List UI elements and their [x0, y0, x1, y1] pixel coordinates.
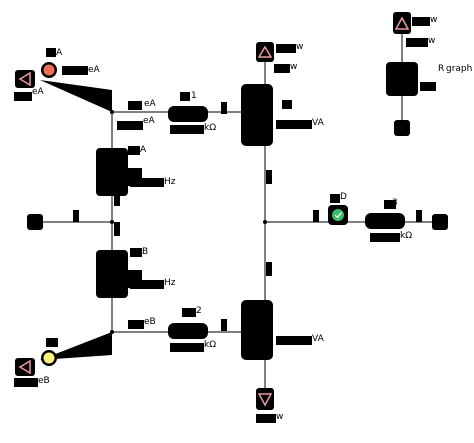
connector-mark	[416, 210, 422, 222]
cb2-rating: kΩ	[204, 340, 217, 350]
legend-w1: w	[430, 15, 438, 25]
cb1-rating: kΩ	[204, 123, 217, 133]
gen-b-feed-wedge	[40, 332, 112, 360]
tag-bar	[276, 120, 312, 129]
tag-bar	[412, 17, 430, 26]
feeder-a-label: eA	[144, 99, 156, 109]
bottom-w-label: w	[276, 412, 284, 422]
connector-mark	[221, 319, 227, 331]
cb3-code: 3	[392, 198, 398, 208]
indicator-lamp-icon	[332, 209, 344, 221]
tag-bar	[256, 414, 276, 423]
terminal-left	[27, 214, 43, 230]
breaker-3	[365, 213, 405, 229]
tag-bar	[117, 121, 143, 130]
feeder-b-label: eB	[144, 317, 156, 327]
connector-mark	[266, 262, 272, 276]
bottom-arrow-box	[256, 388, 274, 410]
gen-b-arrow-box	[15, 358, 35, 376]
gen-a-arrow-box	[15, 70, 35, 88]
node	[110, 110, 114, 114]
source-a-freq: Hz	[164, 177, 176, 187]
tag-bar	[274, 64, 290, 73]
source-b-tag: B	[142, 247, 149, 257]
tag-bar	[130, 280, 164, 289]
connector-mark	[266, 170, 272, 184]
legend-block	[386, 62, 418, 96]
triangle-arrow-icon	[257, 393, 273, 407]
indicator-lamp-icon	[43, 64, 55, 76]
tag-bar	[170, 343, 204, 352]
node	[110, 330, 114, 334]
connector-mark	[114, 222, 120, 236]
xfmr-top-unit: VA	[312, 118, 324, 128]
gen-a-tail-label: eA	[88, 65, 100, 75]
tag-bar	[128, 101, 142, 110]
top-w2-label: w	[290, 62, 298, 72]
connector-mark	[313, 210, 319, 222]
cb2-code: 2	[196, 306, 202, 316]
triangle-arrow-icon	[394, 16, 410, 30]
legend-tag: R	[438, 64, 445, 74]
tag-bar	[14, 92, 32, 101]
tag-bar	[128, 320, 144, 329]
connector-mark	[114, 192, 120, 206]
tag-bar	[62, 66, 88, 75]
tag-bar	[130, 248, 142, 257]
node	[263, 220, 267, 224]
breaker-1	[168, 106, 208, 122]
indicator-lamp-icon	[43, 352, 55, 364]
tag-bar	[14, 378, 38, 387]
tag-bar	[46, 338, 58, 347]
terminal-legend	[394, 120, 410, 136]
connector-mark	[73, 210, 79, 222]
connector-mark	[221, 102, 227, 114]
cb3-rating: kΩ	[400, 231, 413, 241]
triangle-arrow-icon	[257, 45, 273, 58]
node	[263, 330, 267, 334]
tag-bar	[384, 200, 396, 209]
legend-arrow-box	[393, 12, 411, 34]
source-a-block	[96, 148, 128, 196]
tag-bar	[420, 82, 436, 91]
breaker-2	[168, 323, 208, 339]
node	[110, 220, 114, 224]
source-b-freq: Hz	[164, 278, 176, 288]
tag-bar	[330, 194, 340, 203]
triangle-arrow-icon	[18, 71, 31, 87]
tag-bar	[180, 92, 190, 101]
tag-bar	[130, 178, 164, 187]
tag-bar	[182, 308, 196, 317]
cb1-code: 1	[191, 91, 197, 101]
tag-bar	[406, 38, 428, 47]
tag-bar	[170, 125, 204, 134]
source-b-block	[96, 250, 128, 298]
tag-bar	[128, 146, 140, 155]
gen-a-feed-wedge	[40, 80, 112, 112]
top-arrow-box	[256, 42, 274, 62]
terminal-right	[432, 214, 448, 230]
tag-bar	[46, 48, 56, 57]
transformer-bottom	[241, 300, 273, 360]
source-a-tag: A	[140, 145, 147, 155]
tag-bar	[276, 44, 296, 53]
bus-a-top-label: A	[56, 48, 63, 58]
transformer-top	[241, 84, 273, 146]
tag-bar	[276, 336, 312, 345]
tag-bar	[370, 233, 400, 242]
legend-graph: graph	[446, 64, 473, 74]
gen-b-tail-label: eB	[38, 376, 50, 386]
top-w-label: w	[296, 42, 304, 52]
tag-bar	[282, 100, 292, 109]
sensor-code: D	[340, 192, 347, 202]
legend-w2: w	[428, 36, 436, 46]
check-mark-icon	[334, 212, 342, 219]
xfmr-bottom-unit: VA	[312, 334, 324, 344]
feeder-a-sub-label: eA	[143, 116, 155, 126]
gen-a-sub-label: eA	[32, 87, 44, 97]
node	[263, 110, 267, 114]
triangle-arrow-icon	[18, 359, 31, 375]
